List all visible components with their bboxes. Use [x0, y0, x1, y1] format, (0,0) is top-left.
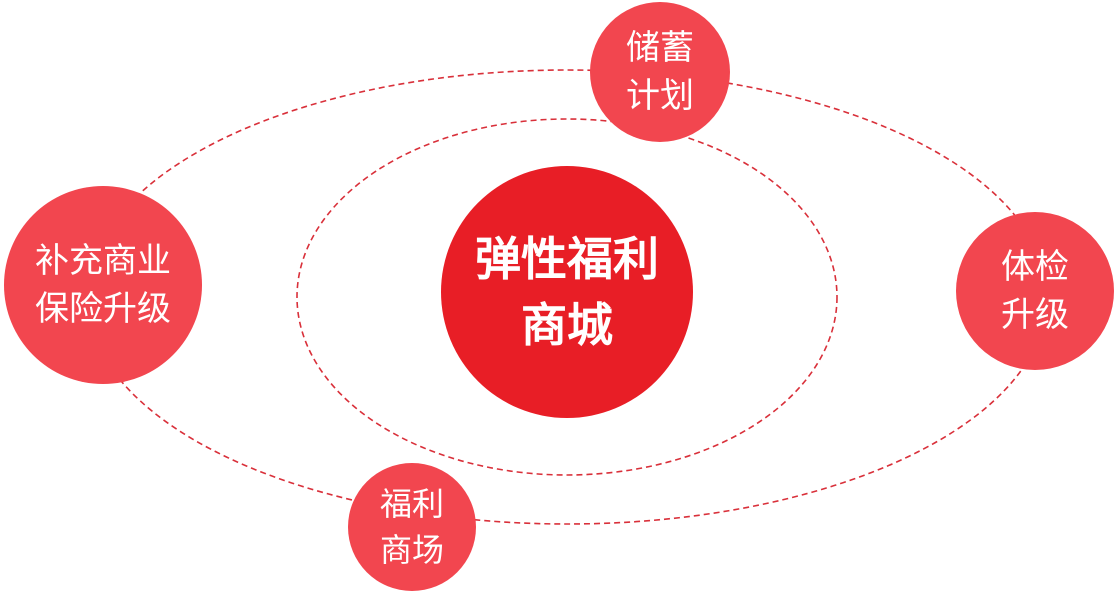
insurance-label-line1: 补充商业 — [35, 241, 171, 281]
mall-label-line2: 商场 — [379, 531, 444, 569]
satellite-node-checkup: 体检 升级 — [956, 212, 1114, 370]
satellite-node-mall: 福利 商场 — [348, 463, 476, 591]
center-node: 弹性福利 商城 — [441, 166, 693, 418]
savings-label-line1: 储蓄 — [626, 28, 694, 68]
center-label-line1: 弹性福利 — [475, 232, 659, 286]
checkup-label-line2: 升级 — [1001, 295, 1069, 335]
center-label-line2: 商城 — [521, 298, 613, 352]
satellite-node-savings: 储蓄 计划 — [590, 2, 730, 142]
inner-orbit — [296, 118, 838, 476]
insurance-label-line2: 保险升级 — [35, 289, 171, 329]
mall-label-line1: 福利 — [379, 485, 444, 523]
checkup-label-line1: 体检 — [1001, 247, 1069, 287]
savings-label-line2: 计划 — [626, 76, 694, 116]
satellite-node-insurance: 补充商业 保险升级 — [4, 186, 202, 384]
